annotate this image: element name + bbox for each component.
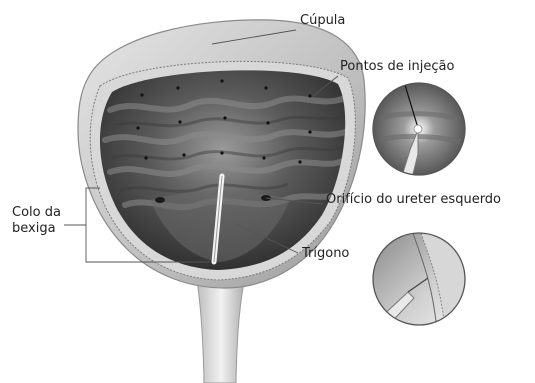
- injection-dot-icon: [298, 160, 301, 163]
- injection-dot-icon: [308, 94, 311, 97]
- injection-dot-icon: [140, 93, 143, 96]
- injection-dot-icon: [182, 153, 185, 156]
- label-trigone: Trígono: [302, 246, 349, 262]
- label-bladder-neck-line2: bexiga: [12, 221, 56, 236]
- injection-dot-icon: [223, 116, 226, 119]
- injection-dot-icon: [176, 86, 179, 89]
- injection-dot-icon: [308, 130, 311, 133]
- label-injection-points: Pontos de injeção: [340, 59, 454, 75]
- label-bladder-neck-line1: Colo da: [12, 205, 61, 220]
- label-cupula: Cúpula: [300, 13, 345, 29]
- right-ureter-orifice: [155, 197, 165, 203]
- inset-injection-closeup: [373, 83, 465, 178]
- injection-dot-icon: [264, 86, 267, 89]
- label-bladder-neck: Colo da bexiga: [12, 205, 92, 237]
- urethra: [196, 272, 246, 383]
- injection-dot-icon: [220, 151, 223, 154]
- label-left-ureter-orifice: Orifício do ureter esquerdo: [326, 192, 501, 208]
- injection-dot-icon: [178, 120, 181, 123]
- injection-dot-icon: [144, 156, 147, 159]
- inset-wall-closeup: [373, 230, 470, 330]
- injection-dot-icon: [220, 79, 223, 82]
- injection-dot-icon: [136, 126, 139, 129]
- injection-dot-icon: [266, 121, 269, 124]
- injection-dot-icon: [262, 156, 265, 159]
